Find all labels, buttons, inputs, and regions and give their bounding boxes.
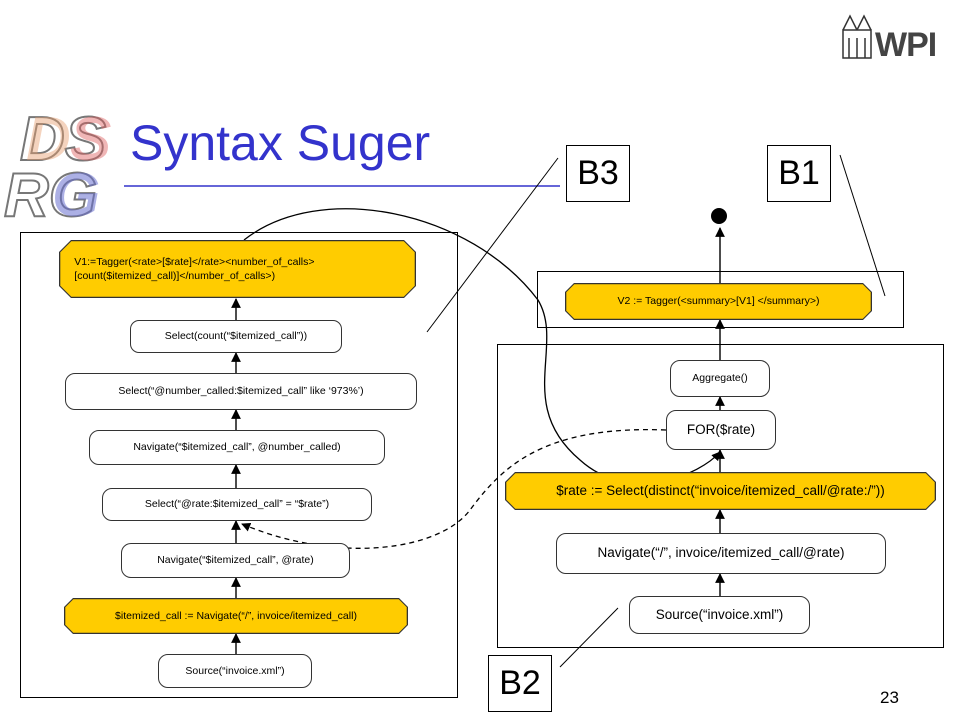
wpi-logo: WPI: [875, 26, 937, 64]
right-node-v2-tagger-label: V2 := Tagger(<summary>[V1] </summary>): [617, 295, 820, 308]
svg-text:RG: RG: [4, 161, 97, 230]
left-node-v1-line1: V1:=Tagger(<rate>[$rate]</rate><number_o…: [74, 255, 315, 268]
dsrg-logo: DS D S RG G: [3, 104, 111, 231]
callout-b3: [426, 157, 559, 333]
right-node-navigate: Navigate(“/”, invoice/itemized_call/@rat…: [556, 533, 886, 574]
right-node-v2-tagger: V2 := Tagger(<summary>[V1] </summary>): [565, 283, 872, 320]
left-node-select-count: Select(count(“$itemized_call”)): [130, 320, 342, 353]
right-node-aggregate: Aggregate(): [670, 360, 770, 397]
left-node-select-count-label: Select(count(“$itemized_call”)): [164, 330, 308, 343]
result-dot: [711, 208, 727, 224]
left-node-source-label: Source(“invoice.xml”): [185, 664, 285, 677]
svg-text:D: D: [26, 105, 71, 174]
right-node-source: Source(“invoice.xml”): [629, 596, 810, 634]
left-node-select-rate-label: Select(“@rate:$itemized_call” = “$rate”): [144, 498, 330, 511]
label-b1: B1: [767, 145, 831, 202]
label-b3: B3: [566, 145, 630, 202]
right-plan-frame: [497, 344, 944, 648]
left-node-navigate-rate-label: Navigate(“$itemized_call”, @rate): [157, 554, 314, 567]
left-node-select-number-label: Select(“@number_called:$itemized_call” l…: [118, 385, 364, 398]
left-plan-frame: [20, 232, 458, 698]
svg-text:S: S: [70, 105, 111, 174]
svg-text:G: G: [52, 161, 100, 230]
left-node-navigate-rate: Navigate(“$itemized_call”, @rate): [121, 543, 350, 578]
callout-b1: [839, 154, 886, 297]
left-node-navigate-number-label: Navigate(“$itemized_call”, @number_calle…: [133, 441, 341, 454]
wpi-building-icon: [842, 14, 872, 59]
right-node-select-distinct: $rate := Select(distinct(“invoice/itemiz…: [505, 472, 936, 510]
left-node-navigate-number: Navigate(“$itemized_call”, @number_calle…: [89, 430, 385, 465]
right-node-source-label: Source(“invoice.xml”): [655, 606, 784, 622]
label-b2: B2: [488, 655, 552, 712]
left-node-itemized-call-label: $itemized_call := Navigate(“/”, invoice/…: [115, 609, 357, 622]
right-node-for-rate-label: FOR($rate): [686, 421, 756, 437]
left-node-v1-line2: [count($itemized_call)]</number_of_calls…: [74, 270, 276, 282]
left-node-select-rate: Select(“@rate:$itemized_call” = “$rate”): [102, 488, 372, 521]
slide-title: Syntax Suger: [130, 115, 431, 171]
right-node-for-rate: FOR($rate): [666, 410, 776, 450]
right-node-navigate-label: Navigate(“/”, invoice/itemized_call/@rat…: [597, 545, 845, 561]
right-node-select-distinct-label: $rate := Select(distinct(“invoice/itemiz…: [556, 482, 885, 498]
left-node-source: Source(“invoice.xml”): [158, 654, 312, 688]
right-node-aggregate-label: Aggregate(): [692, 372, 748, 385]
svg-text:DS: DS: [20, 105, 106, 174]
left-node-v1-tagger: V1:=Tagger(<rate>[$rate]</rate><number_o…: [59, 240, 416, 298]
left-node-itemized-call: $itemized_call := Navigate(“/”, invoice/…: [64, 598, 408, 634]
page-number: 23: [880, 688, 899, 707]
right-tagger-frame: [537, 271, 904, 328]
callout-b2: [559, 607, 619, 668]
left-node-select-number: Select(“@number_called:$itemized_call” l…: [65, 373, 417, 410]
